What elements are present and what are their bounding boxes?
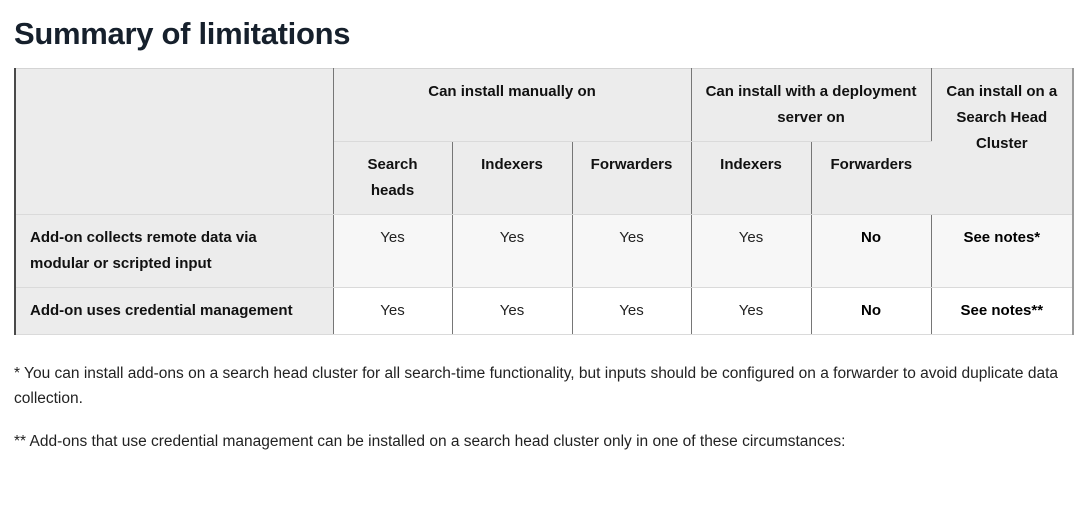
cell-r0-deployment-indexers: Yes: [691, 214, 812, 288]
cell-r0-search-head-cluster: See notes*: [931, 214, 1074, 288]
footnote-single-asterisk: * You can install add-ons on a search he…: [14, 365, 1059, 407]
subheader-deployment-forwarders: Forwarders: [811, 141, 932, 215]
header-group-search-head-cluster: Can install on a Search Head Cluster: [931, 68, 1074, 215]
limitations-table: Can install manually on Can install with…: [14, 68, 1075, 335]
table-header: Can install manually on Can install with…: [15, 68, 1074, 215]
cell-r0-manual-indexers: Yes: [452, 214, 573, 288]
cell-r1-deployment-forwarders: No: [811, 287, 932, 335]
footnotes: * You can install add-ons on a search he…: [14, 361, 1075, 454]
cell-r1-search-head-cluster: See notes**: [931, 287, 1074, 335]
cell-r1-deployment-indexers: Yes: [691, 287, 812, 335]
cell-r0-deployment-forwarders: No: [811, 214, 932, 288]
cell-r1-manual-indexers: Yes: [452, 287, 573, 335]
cell-r1-manual-search-heads: Yes: [333, 287, 453, 335]
subheader-manual-forwarders: Forwarders: [572, 141, 692, 215]
subheader-manual-indexers: Indexers: [452, 141, 573, 215]
header-group-manual: Can install manually on: [333, 68, 692, 142]
row-label-credential-management: Add-on uses credential management: [15, 287, 334, 335]
table-body: Add-on collects remote data via modular …: [15, 214, 1074, 335]
row-label-modular-scripted-input: Add-on collects remote data via modular …: [15, 214, 334, 288]
table-subheader-row: Search heads Indexers Forwarders Indexer…: [15, 141, 1073, 215]
footnote-double-asterisk: ** Add-ons that use credential managemen…: [14, 433, 846, 450]
table-row: Add-on uses credential management Yes Ye…: [15, 287, 1074, 335]
cell-r0-manual-forwarders: Yes: [572, 214, 692, 288]
cell-r1-manual-forwarders: Yes: [572, 287, 692, 335]
header-corner-spacer: [15, 68, 334, 215]
document-page: Summary of limitations Can install manua…: [0, 14, 1089, 454]
cell-r0-manual-search-heads: Yes: [333, 214, 453, 288]
page-title: Summary of limitations: [14, 16, 351, 51]
header-group-deployment-server: Can install with a deployment server on: [691, 68, 932, 142]
subheader-deployment-indexers: Indexers: [691, 141, 812, 215]
subheader-manual-search-heads: Search heads: [333, 141, 453, 215]
table-header-group-row: Can install manually on Can install with…: [15, 68, 1074, 215]
table-row: Add-on collects remote data via modular …: [15, 214, 1074, 288]
